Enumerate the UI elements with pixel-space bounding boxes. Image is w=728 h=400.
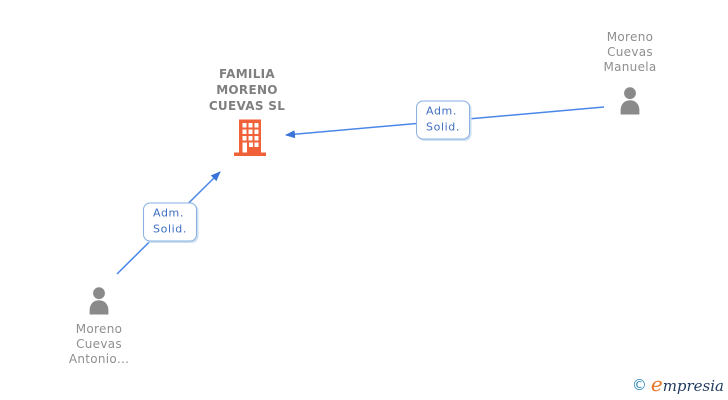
brand-first-letter: e <box>650 372 663 396</box>
person-name-line: Cuevas <box>607 45 653 59</box>
building-icon <box>233 119 267 160</box>
company-name-line: CUEVAS SL <box>208 99 286 113</box>
person-icon <box>615 87 645 120</box>
edge-label-line: Adm. <box>426 104 457 118</box>
brand-name-rest: mpresia <box>662 377 724 395</box>
person-name-line: Moreno <box>75 322 123 336</box>
person-name-line: Manuela <box>603 60 657 74</box>
person-name-line: Cuevas <box>76 337 122 351</box>
person-manuela-node[interactable] <box>615 86 645 120</box>
company-name-line: FAMILIA <box>218 67 275 81</box>
copyright-symbol: © <box>631 376 647 394</box>
edge-label-antonio-adm-solid: Adm. Solid. <box>143 202 197 242</box>
person-name-line: Moreno <box>606 30 654 44</box>
person-manuela-label[interactable]: Moreno Cuevas Manuela <box>570 30 690 75</box>
person-icon <box>84 287 114 320</box>
edge-label-line: Solid. <box>153 222 187 236</box>
edge-label-line: Adm. <box>153 206 184 220</box>
edge-label-line: Solid. <box>426 120 460 134</box>
company-node[interactable] <box>233 119 267 160</box>
company-node-label[interactable]: FAMILIA MORENO CUEVAS SL <box>177 66 317 114</box>
person-antonio-node[interactable] <box>84 286 114 320</box>
person-name-line: Antonio... <box>68 352 130 366</box>
empresia-logo[interactable]: ©empresia <box>632 372 724 396</box>
company-name-line: MORENO <box>216 83 278 97</box>
edge-label-manuela-adm-solid: Adm. Solid. <box>416 100 470 140</box>
person-antonio-label[interactable]: Moreno Cuevas Antonio... <box>29 322 169 367</box>
